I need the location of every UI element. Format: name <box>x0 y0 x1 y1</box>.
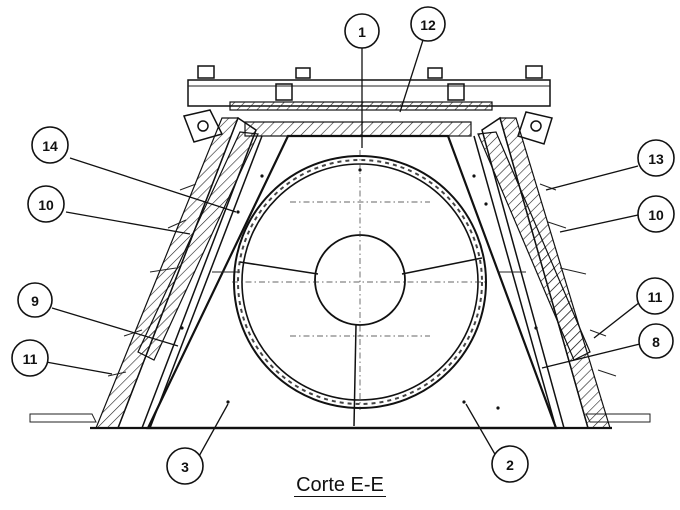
right-wall <box>473 116 617 429</box>
svg-text:11: 11 <box>23 351 38 367</box>
callout-8: 8 <box>638 323 674 359</box>
callout-10-left: 10 <box>27 185 65 223</box>
drum <box>232 150 488 427</box>
callout-11-right: 11 <box>636 277 674 315</box>
marker-dots <box>180 168 538 410</box>
callout-12: 12 <box>410 6 446 42</box>
svg-text:11: 11 <box>648 289 663 305</box>
svg-text:13: 13 <box>648 151 664 167</box>
bolt-heads <box>197 65 543 101</box>
svg-text:3: 3 <box>181 459 189 475</box>
svg-text:10: 10 <box>38 197 54 213</box>
svg-text:14: 14 <box>42 138 58 154</box>
leader-lines <box>45 39 641 459</box>
top-beam <box>182 65 553 145</box>
section-title-text: Corte E-E <box>294 474 386 497</box>
section-title: Corte E-E <box>0 474 680 497</box>
callout-3: 3 <box>166 447 204 485</box>
svg-text:8: 8 <box>652 334 660 350</box>
callout-13: 13 <box>637 139 675 177</box>
callout-10-right: 10 <box>637 195 675 233</box>
callout-11-left: 11 <box>11 339 49 377</box>
svg-text:2: 2 <box>506 457 514 473</box>
svg-text:1: 1 <box>358 24 366 40</box>
callout-9: 9 <box>17 282 53 318</box>
svg-text:9: 9 <box>31 293 39 309</box>
callout-2: 2 <box>491 445 529 483</box>
svg-text:10: 10 <box>648 207 664 223</box>
callout-1: 1 <box>344 13 380 49</box>
left-wall <box>95 116 263 429</box>
callout-14: 14 <box>31 126 69 164</box>
svg-text:12: 12 <box>420 17 436 33</box>
